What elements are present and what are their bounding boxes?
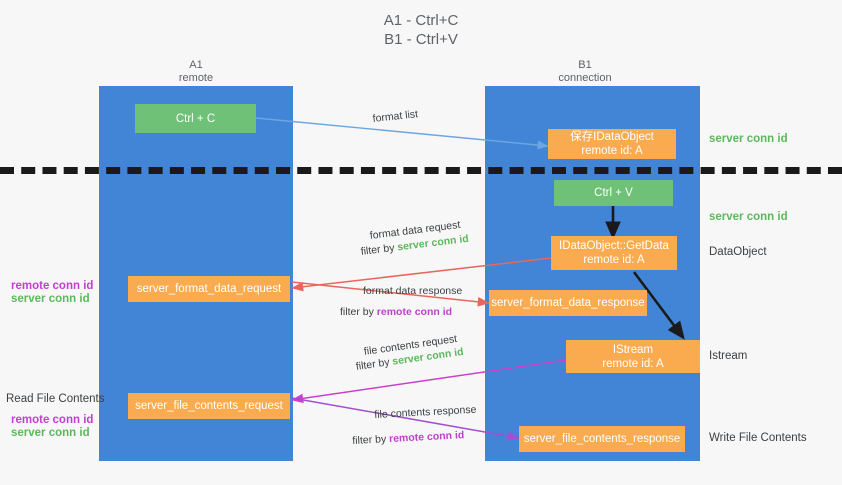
- connector-format-data-request: [291, 257, 552, 292]
- connector-format-list: [255, 117, 549, 150]
- connector-getdata-to-istream: [632, 271, 685, 340]
- box-istream-line-1: IStream: [612, 343, 654, 356]
- box-server-format-data-request[interactable]: server_format_data_request: [128, 276, 290, 302]
- page-title-line-2: B1 - Ctrl+V: [384, 31, 458, 48]
- left-label-server-conn-id-1: server conn id: [11, 293, 90, 305]
- column-header-b1-sub: connection: [558, 72, 612, 84]
- box-getdata[interactable]: IDataObject::GetData remote id: A: [551, 236, 677, 270]
- box-getdata-line-1: IDataObject::GetData: [559, 240, 669, 252]
- timeline-divider: [0, 167, 842, 174]
- box-server-format-data-response-label: server_format_data_response: [491, 297, 645, 309]
- box-server-format-data-request-label: server_format_data_request: [136, 283, 282, 295]
- box-ctrl-c[interactable]: Ctrl + C: [135, 104, 256, 133]
- connector-format-data-response: [291, 281, 490, 307]
- box-ctrl-v-label: Ctrl + V: [594, 187, 633, 199]
- connector-file-contents-request: [291, 359, 567, 404]
- edge-label-format-data-response-filter-key: remote conn id: [376, 306, 453, 318]
- right-label-istream: Istream: [709, 350, 748, 362]
- box-save-idataobject-line-1: 保存IDataObject: [570, 131, 654, 143]
- box-save-idataobject[interactable]: 保存IDataObject remote id: A: [548, 129, 676, 159]
- column-header-a1-name: A1: [189, 59, 203, 71]
- left-label-read-file-contents: Read File Contents: [6, 393, 105, 405]
- page-title: A1 - Ctrl+C B1 - Ctrl+V: [0, 11, 842, 49]
- left-label-remote-conn-id-2: remote conn id: [11, 414, 94, 426]
- right-label-dataobject: DataObject: [709, 246, 767, 258]
- page-title-line-1: A1 - Ctrl+C: [383, 12, 459, 29]
- box-istream[interactable]: IStream remote id: A: [566, 340, 700, 373]
- edge-label-file-contents-response-filter-prefix: filter by: [352, 433, 390, 447]
- box-server-file-contents-request-label: server_file_contents_request: [135, 400, 283, 412]
- box-istream-line-2: remote id: A: [602, 357, 664, 370]
- column-header-a1-sub: remote: [178, 72, 214, 84]
- edge-label-file-contents-response-filter-key: remote conn id: [388, 429, 465, 446]
- box-server-format-data-response[interactable]: server_format_data_response: [489, 290, 647, 316]
- right-label-server-conn-id-2: server conn id: [709, 211, 788, 223]
- box-server-file-contents-response-label: server_file_contents_response: [523, 433, 681, 445]
- left-label-server-conn-id-2: server conn id: [11, 427, 90, 439]
- column-header-b1: B1 connection: [485, 59, 685, 85]
- left-label-remote-conn-id-1: remote conn id: [11, 280, 94, 292]
- column-header-b1-name: B1: [578, 59, 592, 71]
- box-ctrl-c-label: Ctrl + C: [175, 112, 216, 125]
- box-server-file-contents-request[interactable]: server_file_contents_request: [128, 393, 290, 419]
- box-save-idataobject-line-2: remote id: A: [581, 145, 643, 157]
- edge-label-format-data-response: format data response: [363, 285, 463, 297]
- edge-label-format-data-response-filter: filter by remote conn id: [340, 305, 452, 319]
- box-ctrl-v[interactable]: Ctrl + V: [554, 180, 673, 206]
- right-label-write-file-contents: Write File Contents: [709, 432, 807, 444]
- connector-file-contents-response: [291, 397, 520, 441]
- right-label-server-conn-id-1: server conn id: [709, 133, 788, 145]
- column-header-a1: A1 remote: [96, 59, 296, 85]
- box-server-file-contents-response[interactable]: server_file_contents_response: [519, 426, 685, 452]
- box-getdata-line-2: remote id: A: [583, 254, 645, 266]
- edge-label-format-data-response-filter-prefix: filter by: [340, 306, 377, 318]
